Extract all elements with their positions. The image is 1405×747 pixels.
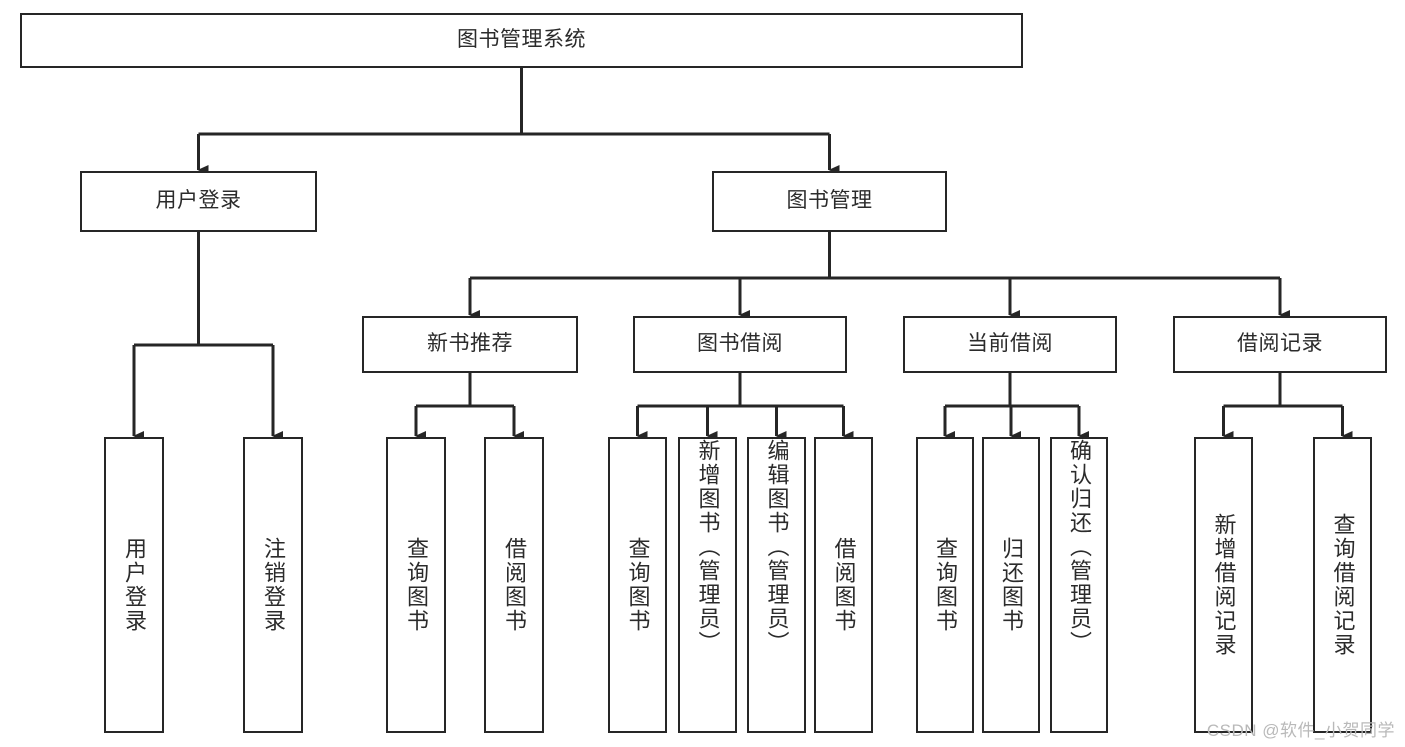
node-leaf_11[interactable]: 确认归还（管理员） (1050, 437, 1108, 733)
node-label-l3_1: 新书推荐 (427, 332, 513, 356)
node-label-leaf_8: 借阅图书 (831, 537, 857, 633)
node-leaf_12[interactable]: 新增借阅记录 (1194, 437, 1253, 733)
node-label-l3_3: 当前借阅 (967, 332, 1053, 356)
node-l3_1[interactable]: 新书推荐 (362, 316, 578, 373)
node-label-l3_4: 借阅记录 (1237, 332, 1323, 356)
node-label-leaf_6: 新增图书（管理员） (695, 439, 721, 655)
node-label-leaf_10: 归还图书 (998, 537, 1024, 633)
node-label-leaf_2: 注销登录 (260, 537, 286, 633)
node-root[interactable]: 图书管理系统 (20, 13, 1023, 68)
node-l3_4[interactable]: 借阅记录 (1173, 316, 1387, 373)
node-leaf_5[interactable]: 查询图书 (608, 437, 667, 733)
node-leaf_9[interactable]: 查询图书 (916, 437, 974, 733)
node-label-leaf_5: 查询图书 (625, 537, 651, 633)
node-label-leaf_3: 查询图书 (403, 537, 429, 633)
node-l2_1[interactable]: 用户登录 (80, 171, 317, 232)
node-leaf_6[interactable]: 新增图书（管理员） (678, 437, 737, 733)
node-label-l2_1: 用户登录 (155, 189, 242, 213)
node-label-root: 图书管理系统 (457, 28, 586, 52)
node-leaf_2[interactable]: 注销登录 (243, 437, 303, 733)
node-leaf_8[interactable]: 借阅图书 (814, 437, 873, 733)
node-label-l2_2: 图书管理 (786, 189, 873, 213)
node-leaf_4[interactable]: 借阅图书 (484, 437, 544, 733)
node-leaf_7[interactable]: 编辑图书（管理员） (747, 437, 806, 733)
node-l2_2[interactable]: 图书管理 (712, 171, 947, 232)
node-l3_2[interactable]: 图书借阅 (633, 316, 847, 373)
node-label-leaf_13: 查询借阅记录 (1330, 513, 1356, 657)
node-label-leaf_7: 编辑图书（管理员） (764, 439, 790, 655)
node-l3_3[interactable]: 当前借阅 (903, 316, 1117, 373)
node-label-leaf_12: 新增借阅记录 (1211, 513, 1237, 657)
node-leaf_1[interactable]: 用户登录 (104, 437, 164, 733)
node-leaf_10[interactable]: 归还图书 (982, 437, 1040, 733)
node-label-leaf_4: 借阅图书 (501, 537, 527, 633)
node-leaf_3[interactable]: 查询图书 (386, 437, 446, 733)
node-label-leaf_1: 用户登录 (121, 537, 147, 633)
node-label-leaf_11: 确认归还（管理员） (1066, 439, 1092, 655)
node-label-l3_2: 图书借阅 (697, 332, 783, 356)
node-label-leaf_9: 查询图书 (932, 537, 958, 633)
node-leaf_13[interactable]: 查询借阅记录 (1313, 437, 1372, 733)
